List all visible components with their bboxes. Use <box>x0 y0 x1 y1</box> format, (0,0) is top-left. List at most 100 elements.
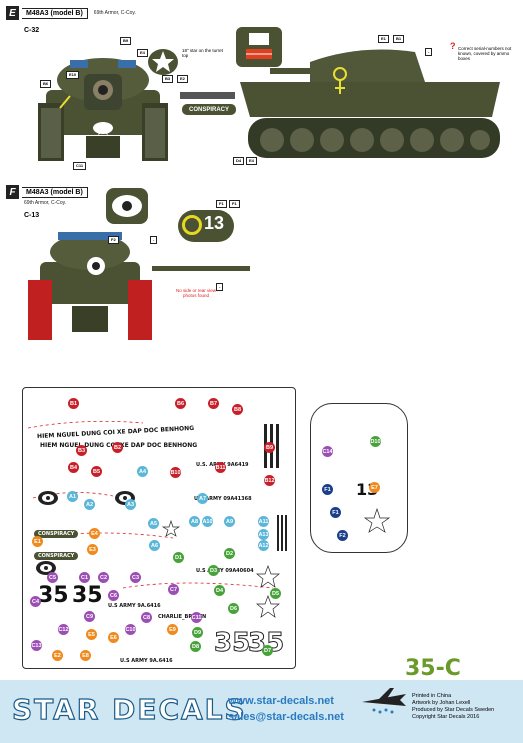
section-f-unit: 69th Armor, C-Coy. <box>24 200 67 206</box>
number-35-decal-b: 35 <box>72 583 103 608</box>
decal-d4: D4 <box>214 585 225 596</box>
decal-c14: C14 <box>322 446 333 457</box>
stripe-decal-2 <box>277 515 287 551</box>
decal-c12: C12 <box>58 624 69 635</box>
section-f-code: C-13 <box>24 212 40 219</box>
decal-c1: C1 <box>79 572 90 583</box>
star-decal-3 <box>364 508 390 533</box>
section-f-letter: F <box>6 185 19 199</box>
decal-d6: D6 <box>228 603 239 614</box>
charlie-brown-decal: CHARLIE_BROWN <box>158 614 207 620</box>
decal-e5: E5 <box>86 629 97 640</box>
callout-d4: D4 <box>233 157 245 165</box>
decal-f1-a: F1 <box>322 484 333 495</box>
conspiracy-banner: CONSPIRACY <box>182 104 236 115</box>
decal-c3: C3 <box>130 572 141 583</box>
callout-c11: C11 <box>73 162 87 170</box>
yellow-ring-icon <box>182 215 202 235</box>
decal-b10: B10 <box>170 467 181 478</box>
conspiracy-decal-2: CONSPIRACY <box>34 552 79 560</box>
tank-e-side-view <box>240 49 500 158</box>
decal-b6: B6 <box>175 398 186 409</box>
decal-b11: B11 <box>215 462 226 473</box>
callout-dash: - <box>425 48 433 56</box>
callout-e10: E10 <box>66 71 80 79</box>
hatch-detail <box>236 27 282 67</box>
decal-c8: C8 <box>141 612 152 623</box>
decal-e8: E8 <box>80 650 91 661</box>
decal-e6: E6 <box>108 632 119 643</box>
credit-artwork: Artwork by Johan Lexell <box>412 700 471 706</box>
number-13-decal: 13 <box>178 210 234 242</box>
serial-note: Correct serial-numbers not known, covere… <box>458 46 512 61</box>
decal-a4: A4 <box>137 466 148 477</box>
callout-f2: F2 <box>108 236 119 244</box>
tank-e-front-view <box>38 58 168 161</box>
decal-e1: E1 <box>32 536 43 547</box>
decal-a10: A10 <box>202 516 213 527</box>
decal-e9: E9 <box>167 624 178 635</box>
side-view-note: No side or rear view photos found <box>176 288 217 298</box>
credit-copyright: Copyright Star Decals 2016 <box>412 714 480 720</box>
section-e-header: E M48A3 (model B) 69th Armor, C-Coy. <box>6 6 136 20</box>
decal-b12: B12 <box>264 475 275 486</box>
decal-d3: D3 <box>208 565 219 576</box>
decal-b7: B7 <box>208 398 219 409</box>
star-note: 18" star on the turret top <box>182 48 223 58</box>
section-e-unit: 69th Armor, C-Coy. <box>93 10 136 16</box>
callout-b1: B1 <box>393 35 405 43</box>
usarmy-decal-e: U.S ARMY 9A.6416 <box>120 658 173 664</box>
star-decal-2 <box>256 595 280 618</box>
decal-b1: B1 <box>68 398 79 409</box>
decal-e2: E2 <box>52 650 63 661</box>
section-e-code: C-32 <box>24 27 40 34</box>
callout-e4-front: E4 <box>137 49 148 57</box>
decal-e7: E7 <box>369 482 380 493</box>
number-35-decal-a: 35 <box>38 583 69 608</box>
turret-star-icon <box>148 49 178 75</box>
decal-b5: B5 <box>91 466 102 477</box>
decal-sheet-small <box>310 403 408 553</box>
callout-e1: E1 <box>378 35 389 43</box>
usarmy-decal-c: U.S ARMY 09A40604 <box>196 568 254 574</box>
website-link[interactable]: www.star-decals.net <box>228 695 334 707</box>
credit-produced: Produced by Star Decals Sweden <box>412 707 495 713</box>
decal-d1: D1 <box>173 552 184 563</box>
star-decal-1 <box>256 565 280 588</box>
email-link[interactable]: sales@star-decals.net <box>228 711 344 723</box>
number-35-decal-c: 35 <box>213 628 251 659</box>
decal-e4: E4 <box>89 528 100 539</box>
decal-d2: D2 <box>224 548 235 559</box>
decal-d7: D7 <box>262 645 273 656</box>
conspiracy-decal-1: CONSPIRACY <box>34 530 79 538</box>
barrel-decal <box>180 92 235 99</box>
decal-a2: A2 <box>84 499 95 510</box>
decal-a9: A9 <box>224 516 235 527</box>
decal-c10: C10 <box>125 624 136 635</box>
decal-b2: B2 <box>112 442 123 453</box>
eye-decal <box>106 188 148 224</box>
callout-b9: B9 <box>120 37 132 45</box>
callout-dash-f2: - <box>216 283 224 291</box>
decal-a12: A12 <box>258 540 269 551</box>
decal-b4: B4 <box>68 462 79 473</box>
decal-d9: D9 <box>192 627 203 638</box>
decal-d8: D8 <box>190 641 201 652</box>
decal-a5: A5 <box>148 518 159 529</box>
decal-b3: B3 <box>76 445 87 456</box>
star-decal-4 <box>162 520 180 537</box>
decal-a1: A1 <box>67 491 78 502</box>
usarmy-decal-d: U.S ARMY 9A.6416 <box>108 603 161 609</box>
decal-c6: C6 <box>108 590 119 601</box>
decal-c7: C7 <box>168 584 179 595</box>
decal-d5: D5 <box>270 588 281 599</box>
usarmy-decal-b: U.S ARMY 09A41368 <box>194 496 252 502</box>
number-13: 13 <box>204 213 225 233</box>
decal-a11: A11 <box>258 516 269 527</box>
decal-d10: D10 <box>370 436 381 447</box>
decal-e3: E3 <box>87 544 98 555</box>
tank-f-front-view <box>28 232 152 340</box>
jet-icon <box>362 688 406 714</box>
decal-c4: C4 <box>30 596 41 607</box>
decal-a6: A6 <box>149 540 160 551</box>
